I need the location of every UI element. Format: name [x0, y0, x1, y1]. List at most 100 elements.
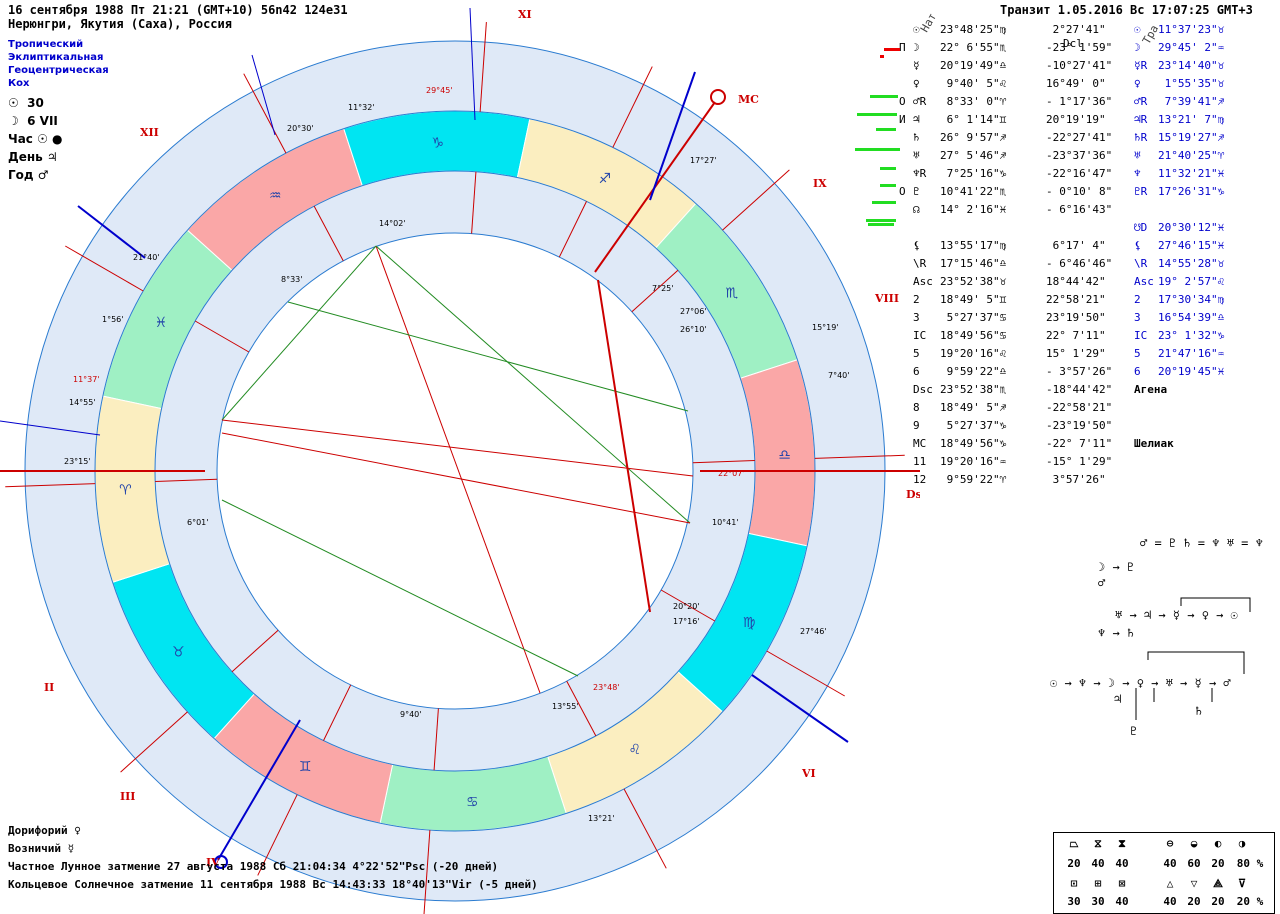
formula-7: ♃ [1114, 692, 1122, 706]
stat-2: 40 [1091, 857, 1105, 870]
planet-degree-label: 29°45' [426, 86, 453, 95]
natal-position: 13°55'17"♍ [940, 239, 1007, 252]
strength-bar [876, 128, 896, 131]
natal-symbol: ♇ [913, 185, 920, 198]
year-label: Год [8, 168, 34, 182]
zodiac-sign-glyph: ♏ [725, 285, 738, 301]
transit-line: Транзит 1.05.2016 Вс 17:07:25 GMT+3 [1000, 3, 1253, 17]
aspect-line [221, 499, 579, 677]
triangle-up-icon: △ [1166, 877, 1174, 890]
house-label: IX [813, 177, 827, 190]
col-header-nat: Нат [918, 10, 940, 35]
declination: -15° 1'29" [1046, 455, 1113, 468]
natal-position: 10°41'22"♏ [940, 185, 1007, 198]
transit-position: 21°47'16"♒ [1158, 347, 1225, 360]
zodiac-sign-glyph: ♎ [778, 448, 791, 464]
house-label: MC [738, 93, 759, 106]
declination: -18°44'42" [1046, 383, 1113, 396]
house-label: XI [518, 8, 532, 21]
lunar-eclipse: Частное Лунное затмение 27 августа 1988 … [8, 860, 499, 873]
stat-10: 40 [1115, 895, 1129, 908]
planet-degree-label: 6°01' [187, 518, 208, 527]
transit-symbol: IC [1134, 329, 1148, 342]
transit-position: 14°55'28"♉ [1158, 257, 1225, 270]
transit-symbol: ♆ [1134, 167, 1141, 180]
natal-symbol: 12 [913, 473, 927, 486]
house-cusp-outer [623, 788, 667, 869]
planet-degree-label: 17°27' [690, 156, 717, 165]
house-cusp [631, 269, 679, 313]
natal-symbol: ☽ [913, 41, 920, 54]
transit-symbol: \R [1134, 257, 1148, 270]
hour-value: ☉ ● [37, 132, 63, 146]
day-value: ♃ [46, 150, 58, 164]
transit-dsc [751, 674, 849, 743]
row-mark: О [899, 95, 906, 108]
transit-symbol: 3 [1134, 311, 1141, 324]
transit-axis-2 [77, 205, 146, 259]
transit-position: 20°19'45"♓ [1158, 365, 1225, 378]
stat-9: 30 [1091, 895, 1105, 908]
mc-marker [710, 89, 726, 105]
zodiac-sign-glyph: ♐ [599, 171, 612, 187]
declination: - 0°10' 8" [1046, 185, 1113, 198]
transit-symbol: ♄R [1134, 131, 1148, 144]
transit-position: 21°40'25"♈ [1158, 149, 1225, 162]
planet-degree-label: 14°55' [69, 398, 96, 407]
transit-symbol: ♀ [1134, 77, 1141, 90]
natal-position: 18°49' 5"♊ [940, 293, 1007, 306]
natal-symbol: ♃ [913, 113, 920, 126]
natal-symbol: Dsc [913, 383, 933, 396]
natal-symbol: ☉ [913, 23, 920, 36]
planet-degree-label: 20°20' [673, 602, 700, 611]
planet-degree-label: 13°21' [588, 814, 615, 823]
formula-8: ♄ [1195, 704, 1203, 718]
house-cusp-outer [766, 650, 845, 697]
transit-line-2 [251, 54, 276, 136]
natal-position: 7°25'16"♑ [940, 167, 1007, 180]
transit-symbol: Шелиак [1134, 437, 1174, 450]
natal-symbol: 11 [913, 455, 927, 468]
transit-symbol: ☿R [1134, 59, 1148, 72]
natal-symbol: MC [913, 437, 927, 450]
zodiac-sign-glyph: ♌ [628, 742, 641, 758]
planet-degree-label: 10°41' [712, 518, 739, 527]
natal-position: 23°48'25"♍ [940, 23, 1007, 36]
col-header-dcl: Dcl [1063, 37, 1083, 50]
aspect-line [221, 419, 694, 477]
natal-symbol: 6 [913, 365, 920, 378]
square-dot-icon: ⊡ [1070, 877, 1078, 890]
house-cusp [471, 171, 477, 234]
house-cusp [433, 708, 439, 771]
strength-bar [872, 201, 896, 204]
zodiac-sign-glyph: ♉ [172, 645, 185, 661]
natal-symbol: 9 [913, 419, 920, 432]
house-cusp-outer [722, 169, 790, 231]
natal-symbol: ♅ [913, 149, 920, 162]
transit-symbol: Агена [1134, 383, 1168, 396]
house-cusp [566, 680, 597, 737]
natal-position: 19°20'16"♒ [940, 455, 1007, 468]
stat-4: 40 [1163, 857, 1177, 870]
triangle-fill-down-icon: ⊽ [1237, 877, 1247, 890]
house-label: IV [206, 856, 220, 869]
house-label: XII [140, 126, 159, 139]
declination: 18°44'42" [1046, 275, 1106, 288]
declination: 23°19'50" [1046, 311, 1106, 324]
natal-symbol: 5 [913, 347, 920, 360]
row-mark: П [899, 41, 906, 54]
row-mark: О [899, 185, 906, 198]
transit-symbol: ♃R [1134, 113, 1148, 126]
stat-5: 60 [1187, 857, 1201, 870]
formula-3: ♂ [1098, 576, 1106, 590]
planet-degree-label: 13°55' [552, 702, 579, 711]
house-cusp [231, 629, 279, 673]
natal-position: 18°49' 5"♐ [940, 401, 1007, 414]
aspect-line [375, 245, 541, 694]
zodiac-sign-glyph: ♒ [269, 188, 282, 204]
transit-position: 17°30'34"♍ [1158, 293, 1225, 306]
transit-position: 15°19'27"♐ [1158, 131, 1225, 144]
transit-position: 11°32'21"♓ [1158, 167, 1225, 180]
row-mark: И [899, 113, 906, 126]
aspect-line [597, 279, 651, 613]
